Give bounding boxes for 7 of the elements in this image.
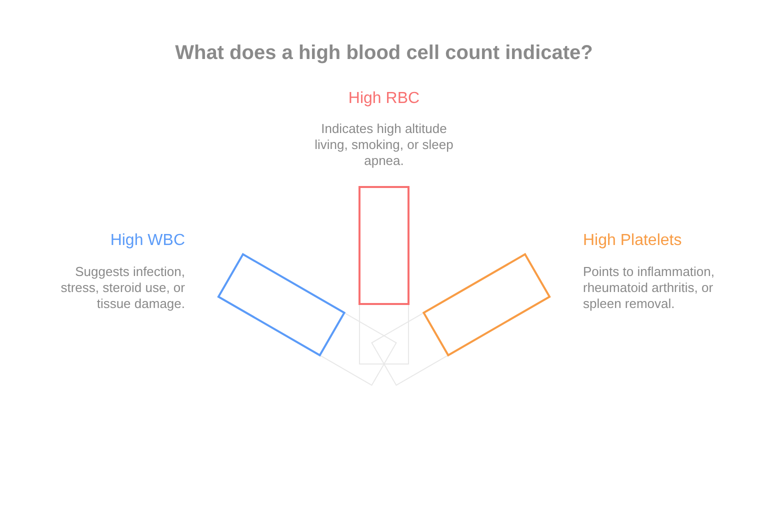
title: What does a high blood cell count indicate?: [174, 42, 594, 65]
description-text: Indicates high altitude living, smoking, or sleep apnea.: [314, 121, 454, 169]
description-text: Suggests infection, stress, steroid use, or tissue damage.: [60, 264, 185, 312]
category-heading: High RBC: [347, 90, 421, 108]
description-text: Points to inflammation, rheumatoid arthritis, or spleen removal.: [583, 264, 716, 312]
category-heading: High WBC: [109, 232, 185, 250]
category-heading: High Platelets: [583, 232, 683, 250]
